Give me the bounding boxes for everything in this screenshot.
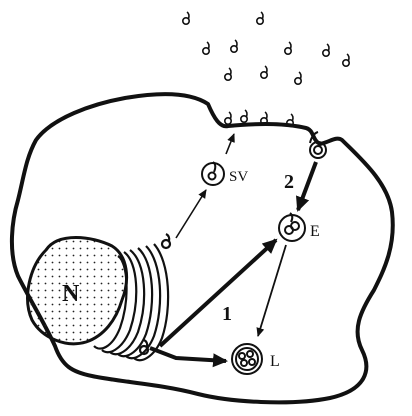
ligand-icon <box>257 12 263 24</box>
pathway-2-label: 2 <box>284 171 294 193</box>
golgi-to-lysosome-arrow <box>150 348 226 361</box>
ligand-icon <box>225 112 231 124</box>
ligand-icon <box>241 110 247 122</box>
secretory-vesicle-label: SV <box>229 169 248 185</box>
extracellular-ligands <box>183 12 349 84</box>
golgi-vesicle-icon <box>162 234 170 248</box>
ligand-icon <box>231 40 237 52</box>
ligand-icon <box>261 66 267 78</box>
coated-pit <box>310 132 326 158</box>
ligand-icon <box>285 42 291 54</box>
ligand-icon <box>183 12 189 24</box>
ligand-icon <box>343 54 349 66</box>
ligand-icon <box>225 68 231 80</box>
endosome-label: E <box>310 223 320 240</box>
pathway-1-label: 1 <box>222 303 232 325</box>
secretion-arrow <box>176 190 206 238</box>
endosome <box>279 213 305 241</box>
golgi-to-endosome-arrow <box>160 240 276 346</box>
exocytosis-arrow <box>226 134 234 154</box>
ligand-icon <box>295 72 301 84</box>
ligand-icon <box>203 42 209 54</box>
lysosome <box>232 344 262 374</box>
secretory-vesicle <box>202 162 224 185</box>
endocytosis-arrow <box>298 162 316 210</box>
ligand-icon <box>323 44 329 56</box>
lysosome-label: L <box>270 353 280 370</box>
nucleus-label: N <box>62 281 80 307</box>
endosome-to-lysosome-arrow <box>258 245 286 336</box>
